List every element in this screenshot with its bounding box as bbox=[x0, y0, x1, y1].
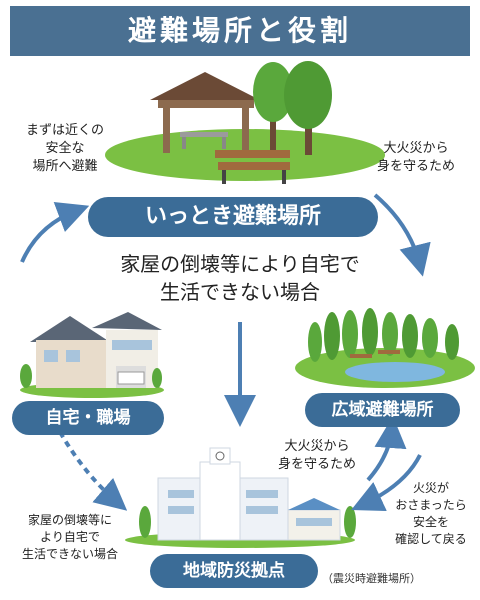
node-wide-area-evacuation: 広域避難場所 bbox=[305, 393, 460, 427]
center-condition-text: 家屋の倒壊等により自宅で 生活できない場合 bbox=[120, 252, 360, 304]
page-title: 避難場所と役割 bbox=[10, 6, 470, 56]
base-note: （震災時避難場所） bbox=[322, 572, 421, 585]
park-illustration bbox=[105, 61, 385, 184]
note-fire-lower: 大火災から 身を守るため bbox=[277, 439, 356, 472]
note-collapse-left: 家屋の倒壊等に より自宅で 生活できない場合 bbox=[21, 513, 118, 561]
node-temporary-evacuation: いっとき避難場所 bbox=[88, 197, 378, 237]
flow-arrows bbox=[20, 193, 431, 512]
node-regional-disaster-base: 地域防災拠点 bbox=[150, 554, 318, 588]
note-fire-right: 大火災から 身を守るため bbox=[376, 141, 455, 174]
house-illustration bbox=[20, 312, 164, 398]
note-evacuate-first: まずは近くの 安全な 場所へ避難 bbox=[25, 123, 104, 174]
forest-illustration bbox=[295, 308, 475, 388]
school-illustration bbox=[125, 447, 356, 548]
node-home-workplace: 自宅・職場 bbox=[12, 401, 164, 435]
note-return-safe: 火災が おさまったら 安全を 確認して戻る bbox=[395, 481, 467, 546]
